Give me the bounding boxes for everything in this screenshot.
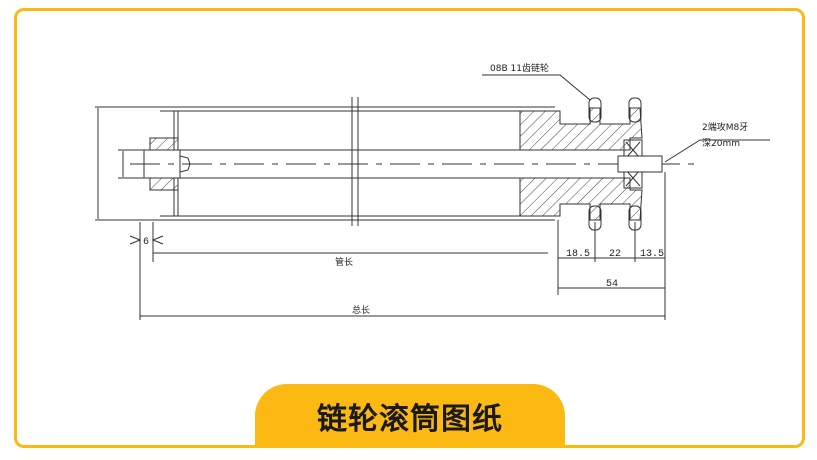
dim-18-5: 18.5 [566, 249, 590, 260]
dim-22: 22 [609, 249, 621, 260]
thread-label-line2: 深20mm [702, 138, 740, 149]
sprocket-label: 08B 11齿链轮 [490, 62, 549, 74]
dim-54: 54 [606, 279, 618, 290]
thread-label-line1: 2端攻M8牙 [702, 121, 748, 133]
tube-length-label: 管长 [335, 256, 353, 268]
title-banner: 链轮滚筒图纸 [255, 384, 565, 447]
dim-left-gap: 6 [143, 237, 149, 248]
total-length-label: 总长 [352, 304, 370, 316]
dim-13-5: 13.5 [640, 249, 664, 260]
title-text: 链轮滚筒图纸 [317, 401, 503, 437]
